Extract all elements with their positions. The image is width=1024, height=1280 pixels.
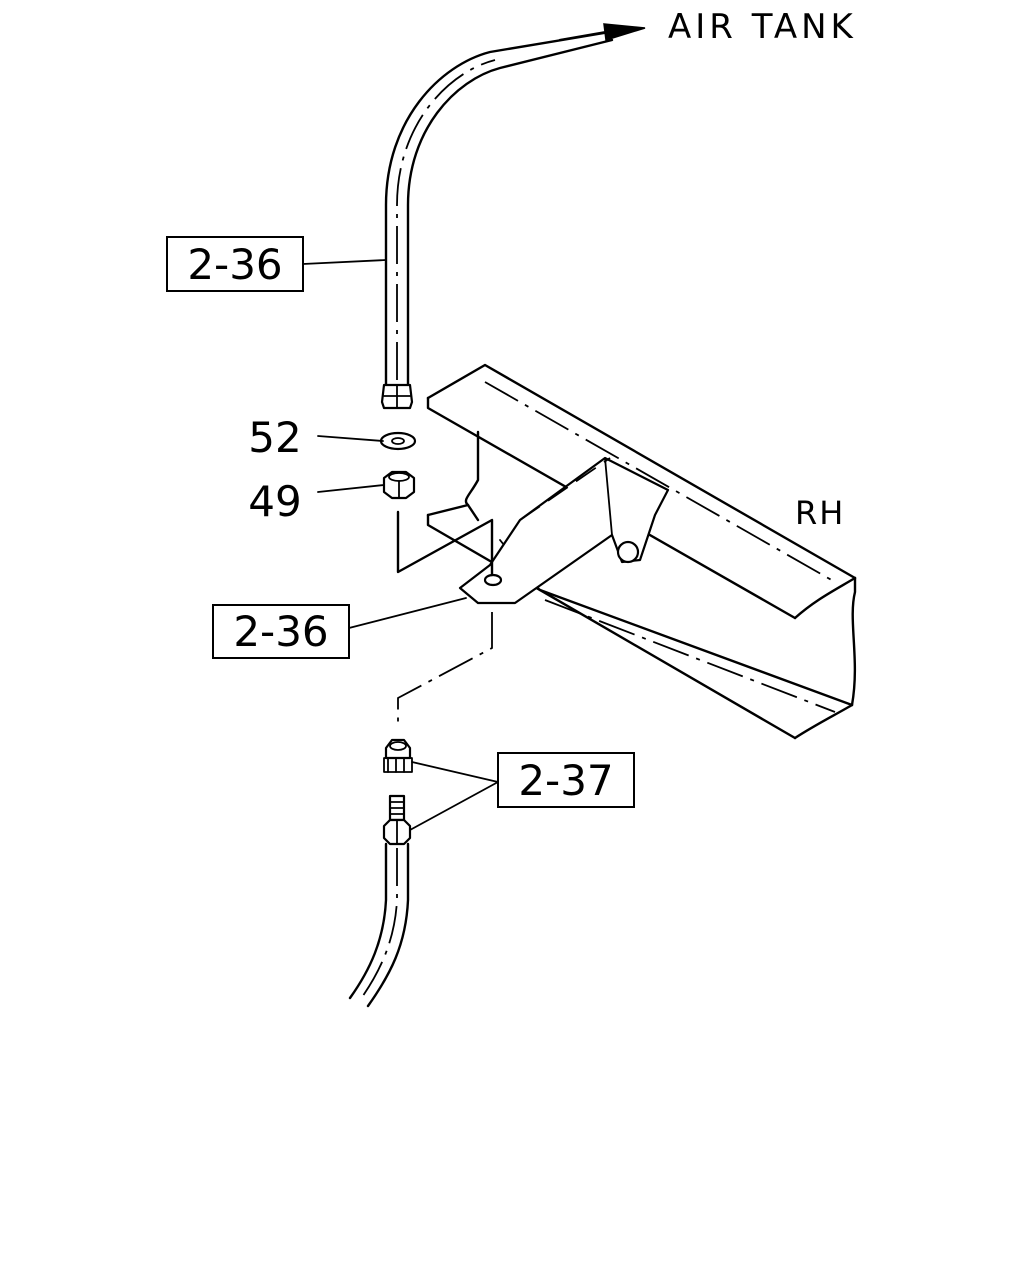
callout-connector: 2-37 bbox=[497, 752, 635, 808]
upper-pipe bbox=[384, 30, 614, 387]
washer bbox=[379, 431, 417, 451]
callout-bracket: 2-36 bbox=[212, 604, 350, 659]
lower-pipe bbox=[348, 842, 410, 1008]
rh-label: RH bbox=[795, 494, 845, 532]
callout-pipe-upper: 2-36 bbox=[166, 236, 304, 292]
callout-leaders bbox=[302, 259, 499, 831]
air-tank-arrow bbox=[558, 23, 646, 42]
callout-bracket-text: 2-36 bbox=[233, 607, 328, 656]
bracket bbox=[458, 456, 670, 605]
air-tank-label: AIR TANK bbox=[668, 7, 857, 47]
assembly-lines bbox=[396, 510, 494, 722]
callout-pipe-upper-text: 2-36 bbox=[187, 240, 282, 289]
callout-connector-text: 2-37 bbox=[518, 756, 613, 805]
nut bbox=[382, 470, 416, 500]
lower-pipe-fitting bbox=[382, 794, 412, 846]
lower-connector bbox=[383, 738, 413, 773]
frame-rail bbox=[426, 363, 857, 740]
callout-nut: 49 bbox=[248, 477, 301, 526]
upper-pipe-fitting bbox=[380, 383, 414, 410]
callout-washer: 52 bbox=[248, 413, 301, 462]
